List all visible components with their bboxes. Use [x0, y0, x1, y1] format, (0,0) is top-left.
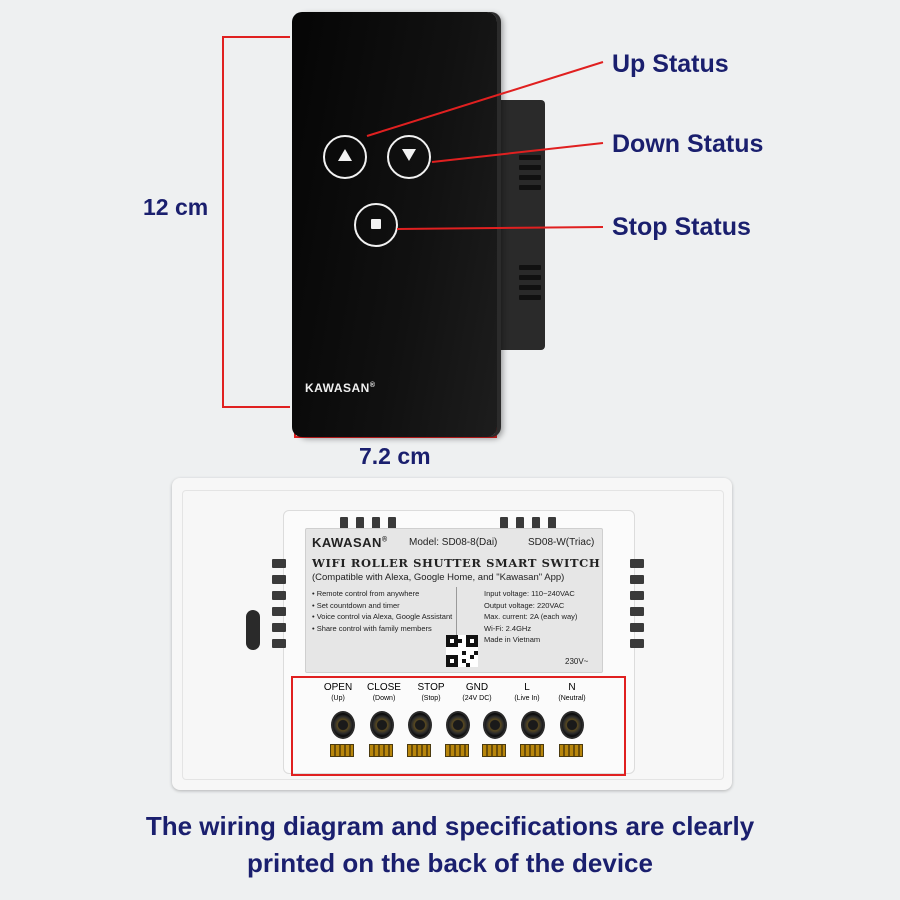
- spec-item: Max. current: 2A (each way): [484, 612, 578, 621]
- label-divider: [456, 587, 457, 667]
- spec-list: Input voltage: 110~240VAC Output voltage…: [484, 588, 577, 646]
- terminal-clamp: [407, 744, 431, 757]
- spec-item: Input voltage: 110~240VAC: [484, 589, 575, 598]
- width-dimension-label: 7.2 cm: [359, 443, 431, 469]
- back-plate-inner-frame: [182, 490, 724, 780]
- height-dimension-label: 12 cm: [143, 194, 209, 220]
- terminal-sub: (24V DC): [462, 695, 492, 702]
- terminal-neutral: N (Neutral): [550, 682, 594, 702]
- terminal-open: OPEN (Up): [316, 682, 360, 702]
- label-model: Model: SD08-8(Dai): [409, 537, 498, 548]
- terminal-name: GND: [465, 682, 489, 693]
- up-touch-button[interactable]: [323, 135, 367, 179]
- terminal-screw-icon: [483, 711, 507, 739]
- terminal-sub: (Live In): [514, 695, 540, 702]
- up-callout-line: [366, 61, 604, 137]
- terminal-gnd: GND (24V DC): [455, 682, 499, 702]
- down-callout-line: [431, 142, 604, 163]
- stop-status-label: Stop Status: [612, 213, 751, 241]
- terminal-sub: (Up): [331, 695, 345, 702]
- label-model-alt: SD08-W(Triac): [528, 537, 595, 548]
- terminal-name: L: [524, 682, 530, 693]
- terminal-block-highlight: [291, 676, 626, 776]
- terminal-stop: STOP (Stop): [409, 682, 453, 702]
- label-title: WIFI ROLLER SHUTTER SMART SWITCH: [312, 556, 601, 570]
- label-subtitle: (Compatible with Alexa, Google Home, and…: [312, 572, 565, 583]
- terminal-screw-icon: [370, 711, 394, 739]
- caption-line-1: The wiring diagram and specifications ar…: [145, 811, 755, 841]
- terminal-live: L (Live In): [505, 682, 549, 702]
- terminal-clamp: [482, 744, 506, 757]
- terminal-sub: (Stop): [421, 695, 441, 702]
- terminal-close: CLOSE (Down): [362, 682, 406, 702]
- caption-line-2: printed on the back of the device: [247, 848, 653, 878]
- terminal-screw-icon: [331, 711, 355, 739]
- terminal-name: N: [568, 682, 576, 693]
- stop-callout-line: [396, 226, 604, 230]
- label-brand-logo: KAWASAN®: [312, 535, 388, 550]
- height-dimension-line: [222, 36, 224, 408]
- spec-item: Output voltage: 220VAC: [484, 600, 565, 610]
- voltage-mark: 230V~: [565, 657, 589, 666]
- height-dimension-top-tick: [222, 36, 290, 38]
- feature-item: • Set countdown and timer: [312, 600, 400, 610]
- feature-list: • Remote control from anywhere • Set cou…: [312, 588, 452, 634]
- terminal-screw-icon: [560, 711, 584, 739]
- up-arrow-icon: [338, 148, 352, 166]
- front-brand-logo: KAWASAN®: [305, 381, 376, 395]
- spec-label-sticker: KAWASAN® Model: SD08-8(Dai) SD08-W(Triac…: [305, 528, 603, 673]
- terminal-screw-icon: [446, 711, 470, 739]
- terminal-screw-icon: [408, 711, 432, 739]
- callout-lines: [366, 61, 604, 230]
- down-status-label: Down Status: [612, 130, 764, 158]
- width-dimension-line: [294, 436, 496, 438]
- terminal-clamp: [559, 744, 583, 757]
- down-touch-button[interactable]: [387, 135, 431, 179]
- terminal-name: CLOSE: [367, 682, 401, 693]
- up-status-label: Up Status: [612, 50, 729, 78]
- terminal-clamp: [369, 744, 393, 757]
- terminal-clamp: [330, 744, 354, 757]
- qr-code: [446, 635, 478, 672]
- stop-touch-button[interactable]: [354, 203, 398, 247]
- mounting-slot: [246, 610, 260, 650]
- terminal-sub: (Down): [372, 695, 396, 702]
- stop-square-icon: [371, 216, 381, 234]
- terminal-name: OPEN: [323, 682, 353, 693]
- terminal-clamp: [445, 744, 469, 757]
- spec-item: Wi-Fi: 2.4GHz: [484, 623, 532, 633]
- terminal-clamp: [520, 744, 544, 757]
- feature-item: • Remote control from anywhere: [312, 589, 420, 598]
- spec-item: Made in Vietnam: [484, 635, 541, 644]
- terminal-name: STOP: [417, 682, 445, 693]
- terminal-screw-icon: [521, 711, 545, 739]
- terminal-sub: (Neutral): [558, 695, 586, 702]
- height-dimension-bottom-tick: [222, 406, 290, 408]
- down-arrow-icon: [402, 148, 416, 166]
- feature-item: • Share control with family members: [312, 623, 432, 633]
- feature-item: • Voice control via Alexa, Google Assist…: [312, 612, 453, 621]
